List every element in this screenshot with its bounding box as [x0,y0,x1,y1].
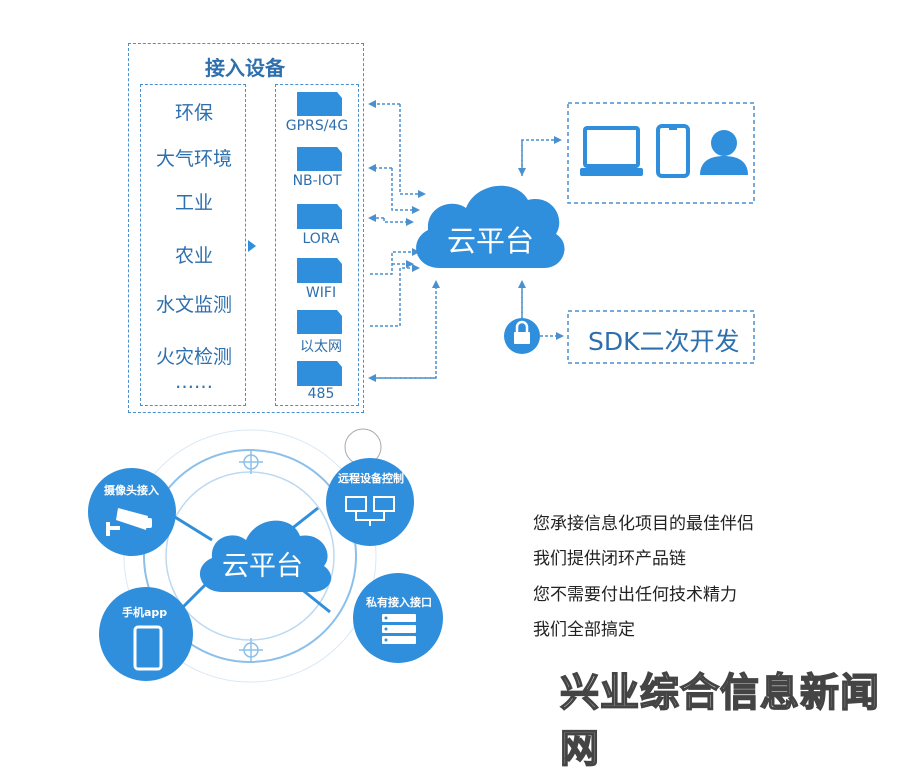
protocol-wifi: WIFI [305,285,337,301]
computers-icon [345,496,395,526]
cloud-label: 云平台 [447,224,535,258]
node-private-label: 私有接入接口 [366,596,432,609]
flow-triangle [248,240,256,252]
camera-icon [106,508,152,536]
top-diagram-graphics [248,92,755,386]
hub-cloud-icon [199,520,332,592]
category-huozai: 火灾检测 [155,346,232,368]
sim-card-icon [297,147,342,171]
protocol-nbiot: NB-IOT [292,173,342,189]
protocol-ethernet: 以太网 [300,339,342,355]
category-daqi: 大气环境 [155,148,232,170]
sdk-label: SDK二次开发 [588,327,740,356]
node-camera-label: 摄像头接入 [104,484,159,497]
slogan-line-2: 我们提供闭环产品链 [533,549,686,569]
laptop-icon [580,126,643,176]
protocol-lora: LORA [302,231,340,247]
mobile-app-icon [133,625,163,671]
sim-card-icon [297,361,342,386]
server-icon [382,614,416,644]
node-app-label: 手机app [122,606,168,619]
devices-panel [128,43,364,413]
watermark: 兴业综合信息新闻网 [559,670,881,773]
devices-title: 接入设备 [205,56,285,80]
hub-center-label: 云平台 [222,551,303,582]
node-app-bg [99,587,193,681]
sim-card-icon [297,204,342,229]
node-remote-bg [326,458,414,546]
slogan-line-3: 您不需要付出任何技术精力 [533,585,737,605]
sim-card-icon [297,92,342,116]
category-nongye: 农业 [174,245,213,267]
user-icon [700,130,748,175]
slogan-line-4: 我们全部搞定 [533,620,635,640]
cloud-icon [416,185,565,268]
sim-card-icon [297,258,342,283]
category-shuiwen: 水文监测 [155,294,232,316]
slogan-line-1: 您承接信息化项目的最佳伴侣 [533,514,754,534]
category-huanbao: 环保 [174,102,213,124]
lock-icon [504,318,540,354]
category-more: …… [175,371,213,393]
protocol-gprs: GPRS/4G [285,118,349,134]
category-gongye: 工业 [174,192,213,214]
phone-icon [656,124,690,178]
sim-card-icon [297,310,342,334]
hub-diagram-graphics [88,428,443,683]
protocol-485: 485 [307,386,335,402]
node-remote-label: 远程设备控制 [338,472,404,485]
protocols-box [275,84,359,406]
categories-box [140,84,246,406]
